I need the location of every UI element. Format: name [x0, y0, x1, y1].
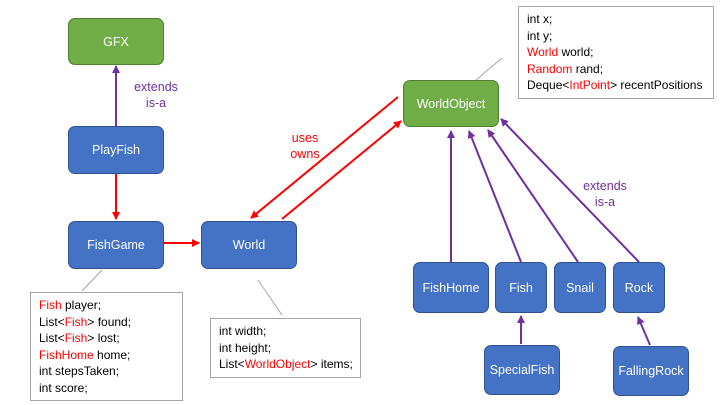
- field-line: int y;: [527, 28, 705, 45]
- node-specialfish[interactable]: SpecialFish: [484, 345, 560, 395]
- field-line: int stepsTaken;: [39, 363, 174, 380]
- arrow-world-to-worldobject: [281, 120, 402, 220]
- field-text: > recentPositions: [610, 78, 703, 92]
- field-line: World world;: [527, 44, 705, 61]
- field-text: List<: [219, 357, 245, 371]
- field-text: player;: [61, 298, 102, 312]
- field-line: int x;: [527, 11, 705, 28]
- note-world-fields: int width; int height; List<WorldObject>…: [210, 318, 361, 378]
- field-text: int width;: [219, 324, 267, 338]
- node-playfish[interactable]: PlayFish: [68, 126, 164, 174]
- field-type: WorldObject: [244, 357, 311, 371]
- field-type: Random: [527, 61, 573, 76]
- field-text: Deque<: [527, 78, 570, 92]
- field-text: int score;: [39, 380, 88, 395]
- arrow-fish-extends-worldobject: [467, 130, 522, 263]
- callout-fishgame-note: [81, 269, 103, 292]
- label-uses-owns: uses owns: [282, 130, 328, 162]
- field-line: int width;: [219, 323, 352, 340]
- callout-worldobject-note: [475, 57, 503, 81]
- label-uses: uses: [291, 131, 319, 145]
- callout-world-note: [257, 279, 283, 316]
- field-text: rand;: [572, 61, 604, 76]
- node-fishgame[interactable]: FishGame: [68, 221, 164, 269]
- note-worldobject-fields: int x; int y; World world; Random rand; …: [518, 6, 714, 99]
- node-snail[interactable]: Snail: [554, 262, 606, 313]
- arrow-fallingrock-extends-rock: [637, 316, 651, 346]
- field-text: int y;: [527, 28, 553, 43]
- label-extends-right-line1: extends: [583, 179, 627, 193]
- field-text: > items;: [310, 357, 353, 371]
- node-fallingrock[interactable]: FallingRock: [613, 346, 689, 396]
- node-worldobject[interactable]: WorldObject: [403, 80, 499, 127]
- field-text: > lost;: [87, 331, 120, 345]
- field-text: List<: [39, 314, 65, 329]
- field-line: Fish player;: [39, 297, 174, 314]
- field-text: List<: [39, 331, 65, 345]
- field-text: int x;: [527, 12, 553, 26]
- field-line: List<Fish> found;: [39, 314, 174, 331]
- label-extends-right-line2: is-a: [594, 195, 616, 209]
- note-fishgame-fields: Fish player; List<Fish> found; List<Fish…: [30, 292, 183, 401]
- label-owns: owns: [290, 147, 320, 161]
- arrow-worldobject-to-world: [250, 96, 399, 219]
- field-text: int stepsTaken;: [39, 364, 120, 378]
- field-type: FishHome: [39, 347, 94, 362]
- node-fish[interactable]: Fish: [495, 262, 547, 313]
- node-world[interactable]: World: [201, 221, 297, 269]
- field-text: home;: [93, 347, 131, 362]
- label-extends-left: extends is-a: [128, 79, 184, 111]
- field-line: int height;: [219, 340, 352, 357]
- field-line: Random rand;: [527, 61, 705, 78]
- node-fishhome[interactable]: FishHome: [413, 262, 489, 313]
- arrow-rock-extends-worldobject: [500, 118, 640, 263]
- field-type: World: [527, 45, 559, 59]
- field-line: Deque<IntPoint> recentPositions: [527, 77, 705, 94]
- field-line: List<Fish> lost;: [39, 330, 174, 347]
- field-text: int height;: [219, 340, 272, 355]
- field-line: List<WorldObject> items;: [219, 356, 353, 373]
- label-extends-left-line2: is-a: [145, 96, 167, 110]
- label-extends-right: extends is-a: [577, 178, 633, 210]
- field-type: IntPoint: [569, 78, 611, 92]
- field-type: Fish: [64, 331, 88, 345]
- field-line: int score;: [39, 380, 174, 397]
- node-gfx[interactable]: GFX: [68, 18, 164, 65]
- arrow-snail-extends-worldobject: [487, 129, 579, 263]
- field-line: FishHome home;: [39, 347, 174, 364]
- label-extends-left-line1: extends: [134, 80, 178, 94]
- field-text: world;: [558, 45, 594, 59]
- field-type: Fish: [64, 314, 88, 329]
- field-type: Fish: [39, 298, 62, 312]
- field-text: > found;: [87, 314, 132, 329]
- node-rock[interactable]: Rock: [613, 262, 665, 313]
